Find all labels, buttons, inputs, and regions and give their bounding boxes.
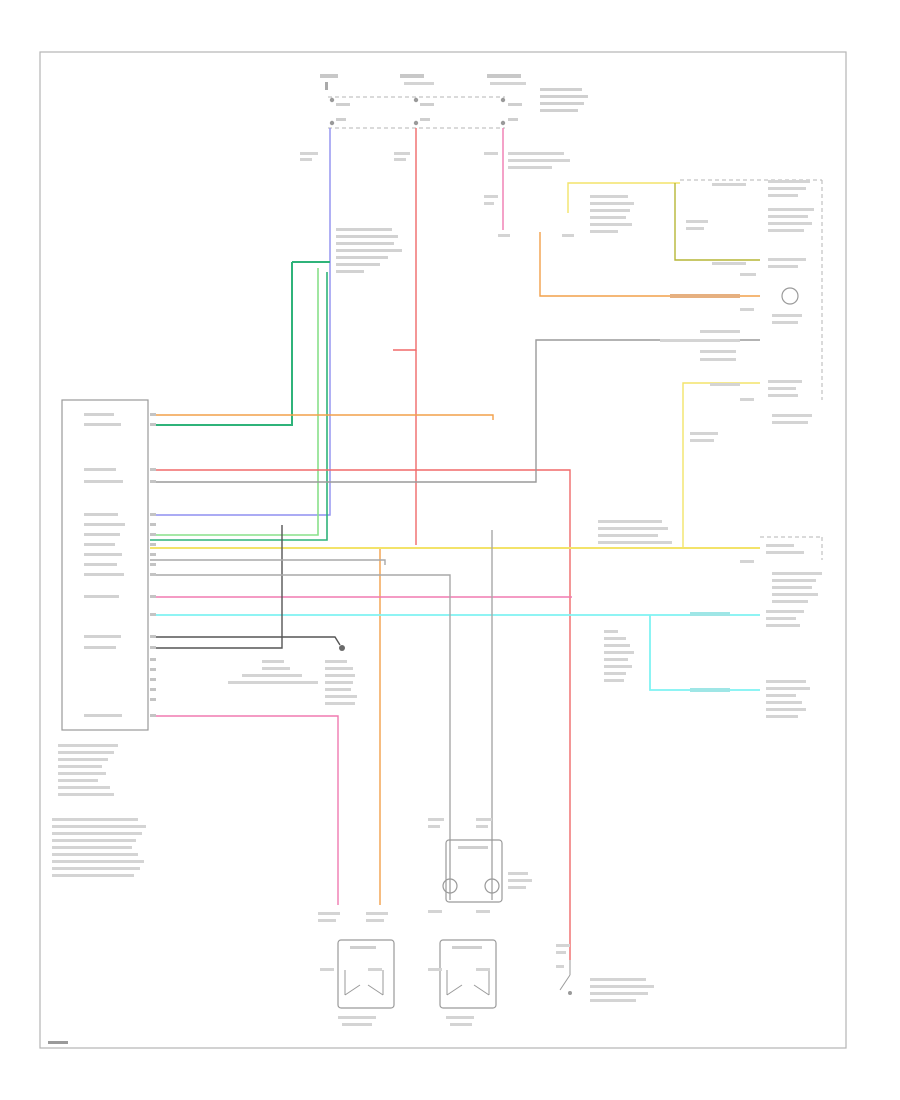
- module-pin: [150, 635, 156, 638]
- cluster-block: [590, 179, 823, 442]
- module-pin: [150, 543, 156, 546]
- module-footnote: [58, 744, 118, 796]
- wire-labels: [300, 152, 574, 237]
- module-pin-label: [84, 553, 122, 556]
- module-pin: [150, 523, 156, 526]
- ground-icon: [339, 645, 345, 651]
- module-pin: [150, 678, 156, 681]
- fuse-2: [400, 74, 434, 126]
- passenger-seat-switch: [318, 912, 395, 1026]
- module-pin-label: [84, 563, 117, 566]
- wire-yellow-branch: [682, 382, 760, 548]
- module-pin-label: [84, 533, 120, 536]
- module-pin-label: [84, 543, 115, 546]
- module-pin-label: [84, 523, 125, 526]
- wire-green-2: [150, 268, 319, 536]
- wire-pink: [150, 715, 339, 905]
- module-pin-label: [84, 480, 123, 483]
- module-pin-label: [84, 573, 124, 576]
- module-pin: [150, 595, 156, 598]
- wire-green-1: [150, 262, 293, 426]
- wire-blue: [150, 128, 331, 516]
- wire-red: [393, 128, 417, 351]
- module-pin: [150, 668, 156, 671]
- right-mid-blocks: [598, 520, 823, 718]
- diagram-frame: [39, 51, 847, 1049]
- fuse-box-label: [540, 88, 588, 112]
- module-pin: [150, 688, 156, 691]
- module-pin: [150, 480, 156, 483]
- trunk-switch: [556, 944, 654, 1002]
- module-pin: [150, 658, 156, 661]
- fuse-3: [487, 74, 526, 126]
- module-pin-label: [84, 513, 118, 516]
- module-pin: [150, 563, 156, 566]
- module-pin: [150, 613, 156, 616]
- module-pin: [150, 413, 156, 416]
- module-pin-label: [84, 646, 116, 649]
- module-pin-label: [84, 413, 114, 416]
- module-pin-label: [84, 423, 121, 426]
- module-pin: [150, 698, 156, 701]
- wire-gray-1: [150, 559, 386, 565]
- wire-olive-module: [150, 339, 760, 483]
- wire-red-module: [150, 469, 571, 960]
- module-pin: [150, 533, 156, 536]
- wire-cyan-branch: [649, 615, 760, 691]
- diagram-note: [52, 818, 146, 877]
- module-pin-label: [84, 714, 122, 717]
- module-pin: [150, 553, 156, 556]
- corner-tag-mark: [48, 1041, 68, 1044]
- control-module-box: [61, 399, 149, 731]
- lamp-icon: [442, 878, 458, 894]
- wire-black-2: [150, 525, 283, 649]
- fuse-row: [320, 74, 588, 129]
- lamp-icon: [484, 878, 500, 894]
- module-pin: [150, 423, 156, 426]
- module-pin: [150, 513, 156, 516]
- wire-yellow-top: [567, 182, 680, 213]
- control-module-pins: [84, 413, 156, 717]
- module-pin: [150, 468, 156, 471]
- ground-note: [228, 645, 357, 705]
- module-pin-label: [84, 635, 121, 638]
- fuse-1: [320, 74, 350, 126]
- module-pin: [150, 573, 156, 576]
- wire-black-1: [150, 636, 341, 646]
- lamp-icon: [781, 287, 799, 305]
- wire-olive: [674, 183, 760, 261]
- wire-gray-2: [150, 574, 451, 900]
- module-pin: [150, 646, 156, 649]
- module-pin-label: [84, 468, 116, 471]
- junction-note-block: [336, 228, 402, 273]
- driver-seat-switch: [428, 818, 532, 1026]
- module-pin-label: [84, 595, 119, 598]
- wire-green-3: [150, 272, 328, 541]
- wire-orange-module: [150, 414, 494, 420]
- control-module: [61, 399, 149, 731]
- module-pin: [150, 714, 156, 717]
